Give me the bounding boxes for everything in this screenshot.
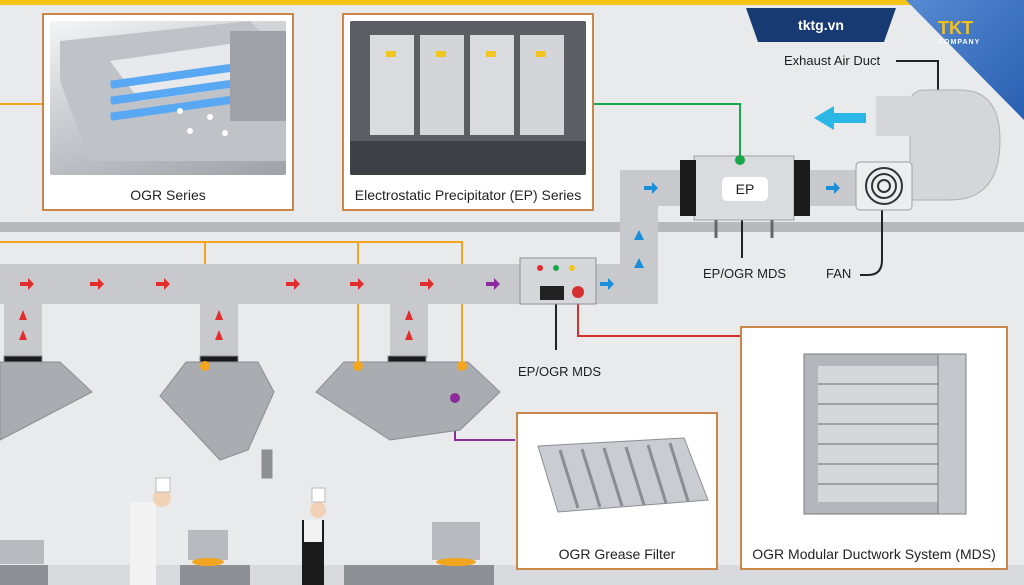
hood-top-2 <box>199 355 239 363</box>
hoods <box>0 355 501 479</box>
orange-dot-2 <box>353 361 363 371</box>
fan-unit <box>855 161 913 211</box>
purple-dot <box>450 393 460 403</box>
logo-text: TKT <box>938 18 973 38</box>
logo-subtext: COMPANY <box>938 39 981 46</box>
orange-dot-3 <box>457 361 467 371</box>
airflow-arrows-red <box>19 278 434 340</box>
mds-image <box>748 334 1000 534</box>
company-logo: TKT COMPANY <box>938 18 980 46</box>
ep-flange-right <box>794 160 810 216</box>
red-line <box>577 292 740 337</box>
hood-1 <box>0 361 93 441</box>
exhaust-pointer <box>896 60 939 92</box>
fan-box <box>855 161 913 211</box>
counter-1 <box>0 565 48 585</box>
exhaust-arrow <box>814 106 866 130</box>
pot-2 <box>188 530 228 560</box>
ogr-series-image <box>50 21 286 175</box>
pot-1 <box>0 540 44 564</box>
hood-stub <box>261 449 273 479</box>
control-box <box>519 257 597 305</box>
ep-flange-left <box>680 160 696 216</box>
top-accent-line <box>0 0 1024 5</box>
hood-top-3 <box>387 355 427 363</box>
fan-grille <box>865 167 903 205</box>
red-dot <box>572 286 584 298</box>
hood-3 <box>315 361 501 441</box>
mds-card[interactable]: OGR Modular Ductwork System (MDS) <box>740 326 1008 570</box>
airflow-arrows-purple <box>486 278 500 290</box>
ep-series-caption: Electrostatic Precipitator (EP) Series <box>354 187 582 203</box>
ep-tag: EP <box>722 177 768 201</box>
flame-2 <box>192 558 224 566</box>
indicator-green <box>553 265 559 271</box>
fan-pointer <box>860 190 883 276</box>
mds-illustration <box>803 353 967 515</box>
green-dot <box>735 155 745 165</box>
indicator-yellow <box>569 265 575 271</box>
exhaust-pipe <box>876 96 922 136</box>
exhaust-elbow <box>909 89 1001 201</box>
site-badge[interactable]: tktg.vn <box>746 8 896 42</box>
hood-markers <box>200 361 467 403</box>
mds-caption: OGR Modular Ductwork System (MDS) <box>752 546 996 562</box>
fan-label: FAN <box>826 266 852 281</box>
grease-filter-image <box>524 420 710 534</box>
ep-series-image <box>350 21 586 175</box>
hood-top-1 <box>3 355 43 363</box>
exhaust-air-duct-label: Exhaust Air Duct <box>784 53 881 68</box>
drop-3 <box>390 300 428 358</box>
counter-3 <box>344 565 494 585</box>
control-plate <box>540 286 564 300</box>
ep-series-card[interactable]: Electrostatic Precipitator (EP) Series <box>342 13 594 211</box>
ogr-series-caption: OGR Series <box>130 187 206 203</box>
airflow-arrows-blue <box>600 106 866 290</box>
orange-line-hood3 <box>205 241 463 365</box>
flame-3 <box>436 558 476 566</box>
drop-1 <box>4 300 42 358</box>
counter-2 <box>180 565 250 585</box>
green-line <box>594 103 741 160</box>
pot-3 <box>432 522 480 560</box>
wall-rail <box>0 222 1024 232</box>
drop-2 <box>200 300 238 358</box>
floor <box>0 565 1024 585</box>
grease-filter-caption: OGR Grease Filter <box>558 546 676 562</box>
ep-units-photo <box>350 21 586 175</box>
ogr-series-card[interactable]: OGR Series <box>42 13 294 211</box>
indicator-red <box>537 265 543 271</box>
hood-2 <box>159 361 275 461</box>
main-duct <box>0 264 520 304</box>
orange-dot-1 <box>200 361 210 371</box>
ep-ogr-mds-label-top: EP/OGR MDS <box>703 266 787 281</box>
uv-lamps-illustration <box>60 21 286 161</box>
chef-2 <box>302 487 326 585</box>
chef-1 <box>130 477 171 585</box>
grease-filter-illustration <box>537 437 709 513</box>
grease-filter-card[interactable]: OGR Grease Filter <box>516 412 718 570</box>
ep-ogr-mds-label-box: EP/OGR MDS <box>518 364 602 379</box>
kitchen-scene <box>0 477 494 585</box>
